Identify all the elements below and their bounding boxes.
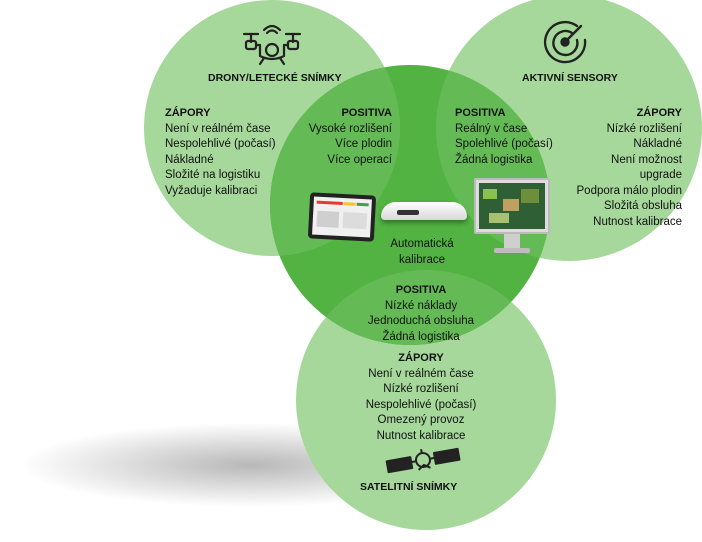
list-item: Nákladné <box>633 138 682 150</box>
tablet-device-image <box>307 192 377 242</box>
center-overlap-active <box>436 65 550 261</box>
list-item: Nízké rozlišení <box>383 383 459 395</box>
sensor-device-image <box>381 198 467 224</box>
satellite-title: SATELITNÍ SNÍMKY <box>360 481 458 493</box>
list-item: Vyžaduje kalibraci <box>165 184 258 197</box>
satellite-cons: ZÁPORY Není v reálném čase Nízké rozliše… <box>346 351 496 444</box>
list-item: Nespolehlivé (počasí) <box>365 398 477 411</box>
center-label-line: Automatická <box>390 238 454 250</box>
list-item: Nespolehlivé (počasí) <box>165 138 276 150</box>
list-item: Reálný v čase <box>455 122 528 135</box>
list-item: Žádná logistika <box>455 153 533 166</box>
list-item: Omezený provoz <box>377 414 465 426</box>
list-item: Nízké rozlišení <box>606 122 682 135</box>
center-overlap-drones <box>270 65 400 256</box>
radar-icon <box>543 20 587 64</box>
drone-icon <box>242 24 302 66</box>
list-item: Žádná logistika <box>382 330 460 343</box>
list-item: Není v reálném čase <box>368 367 474 380</box>
list-item: upgrade <box>639 169 682 181</box>
list-item: Není v reálném čase <box>165 122 271 135</box>
list-item: Nákladné <box>165 153 214 166</box>
list-item: Složité na logistiku <box>165 169 261 181</box>
satellite-icon <box>385 447 461 474</box>
list-item: Nutnost kalibrace <box>376 429 466 442</box>
list-item: Spolehlivé (počasí) <box>455 138 553 150</box>
satellite-positives: POSITIVA Nízké náklady Jednoduchá obsluh… <box>346 283 496 345</box>
active-sensors-title: AKTIVNÍ SENSORY <box>522 72 618 84</box>
satellite-cons-heading: ZÁPORY <box>398 352 444 364</box>
monitor-device-image <box>474 178 550 260</box>
list-item: Nutnost kalibrace <box>593 215 682 228</box>
drones-cons: ZÁPORY Není v reálném čase Nespolehlivé … <box>165 106 276 199</box>
list-item: Vysoké rozlišení <box>308 122 392 135</box>
drones-title: DRONY/LETECKÉ SNÍMKY <box>208 72 342 84</box>
active-positives-heading: POSITIVA <box>455 107 506 119</box>
drones-positives-heading: POSITIVA <box>341 107 392 119</box>
list-item: Není možnost <box>611 153 682 166</box>
center-label-line: kalibrace <box>398 253 446 266</box>
satellite-positives-heading: POSITIVA <box>395 284 447 296</box>
center-label: Automatická kalibrace <box>372 237 472 268</box>
list-item: Více operací <box>327 153 392 166</box>
drones-cons-heading: ZÁPORY <box>165 107 211 119</box>
active-positives: POSITIVA Reálný v čase Spolehlivé (počas… <box>455 106 553 168</box>
list-item: Podpora málo plodin <box>576 184 683 197</box>
list-item: Složitá obsluha <box>604 200 682 212</box>
drones-positives: POSITIVA Vysoké rozlišení Více plodin Ví… <box>309 106 392 168</box>
list-item: Více plodin <box>335 138 392 150</box>
active-cons: ZÁPORY Nízké rozlišení Nákladné Není mož… <box>577 106 683 230</box>
active-cons-heading: ZÁPORY <box>636 107 682 119</box>
list-item: Nízké náklady <box>384 299 458 312</box>
list-item: Jednoduchá obsluha <box>367 315 475 327</box>
